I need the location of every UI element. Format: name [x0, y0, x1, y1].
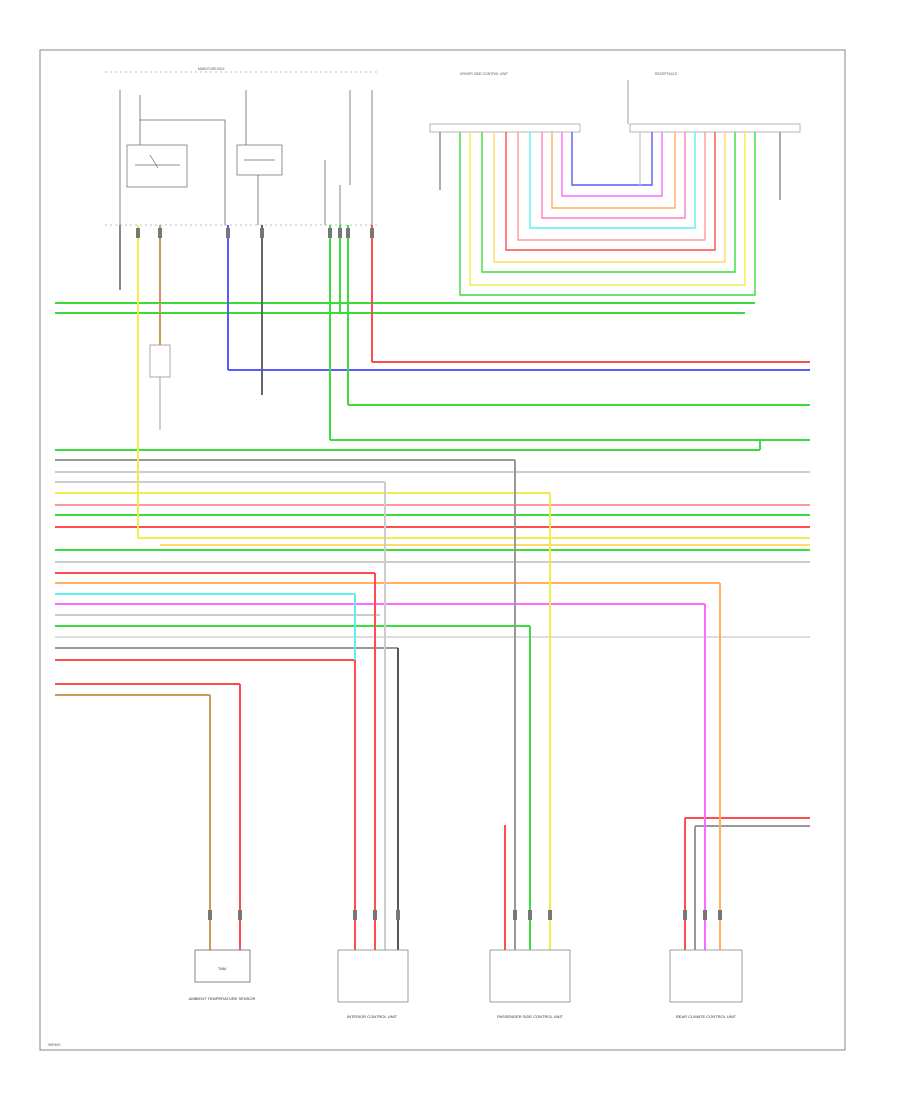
vertical-wires-bottom — [209, 440, 761, 950]
vertical-wires-left — [119, 225, 373, 538]
diagram-frame — [39, 49, 846, 1051]
relay-1 — [126, 144, 188, 188]
connector-stubs — [136, 228, 722, 920]
component-rear-unit: REAR CLIMATE CONTROL UNIT — [669, 949, 743, 1019]
receptacle-connector-left — [429, 123, 581, 133]
ambient-sensor-box-text: TAM — [218, 966, 226, 971]
fuse-box-internal-wiring — [119, 90, 373, 225]
receptacle-wire-fan — [439, 132, 781, 296]
component-interior-unit: INTERIOR CONTROL UNIT — [337, 949, 409, 1019]
fuse-box-label: MAIN FUSE BOX — [198, 67, 225, 71]
driver-unit-label: DRIVER SIDE CONTROL UNIT — [460, 72, 508, 76]
component-passenger-unit: PASSENGER SIDE CONTROL UNIT — [489, 949, 571, 1019]
receptacle-label: RECEPTACLE — [655, 72, 678, 76]
relay-2 — [236, 144, 283, 176]
receptacle-connector-right — [629, 123, 801, 133]
interior-unit-caption: INTERIOR CONTROL UNIT — [347, 1014, 398, 1019]
horizontal-wires — [55, 302, 810, 827]
passenger-unit-caption: PASSENGER SIDE CONTROL UNIT — [497, 1014, 564, 1019]
rear-unit-caption: REAR CLIMATE CONTROL UNIT — [676, 1014, 737, 1019]
blower-resistor — [149, 344, 171, 430]
footer-text: WIRING — [48, 1043, 61, 1047]
ambient-sensor-caption: AMBIENT TEMPERATURE SENSOR — [189, 996, 256, 1001]
component-ambient-sensor: TAM AMBIENT TEMPERATURE SENSOR — [189, 949, 256, 1001]
